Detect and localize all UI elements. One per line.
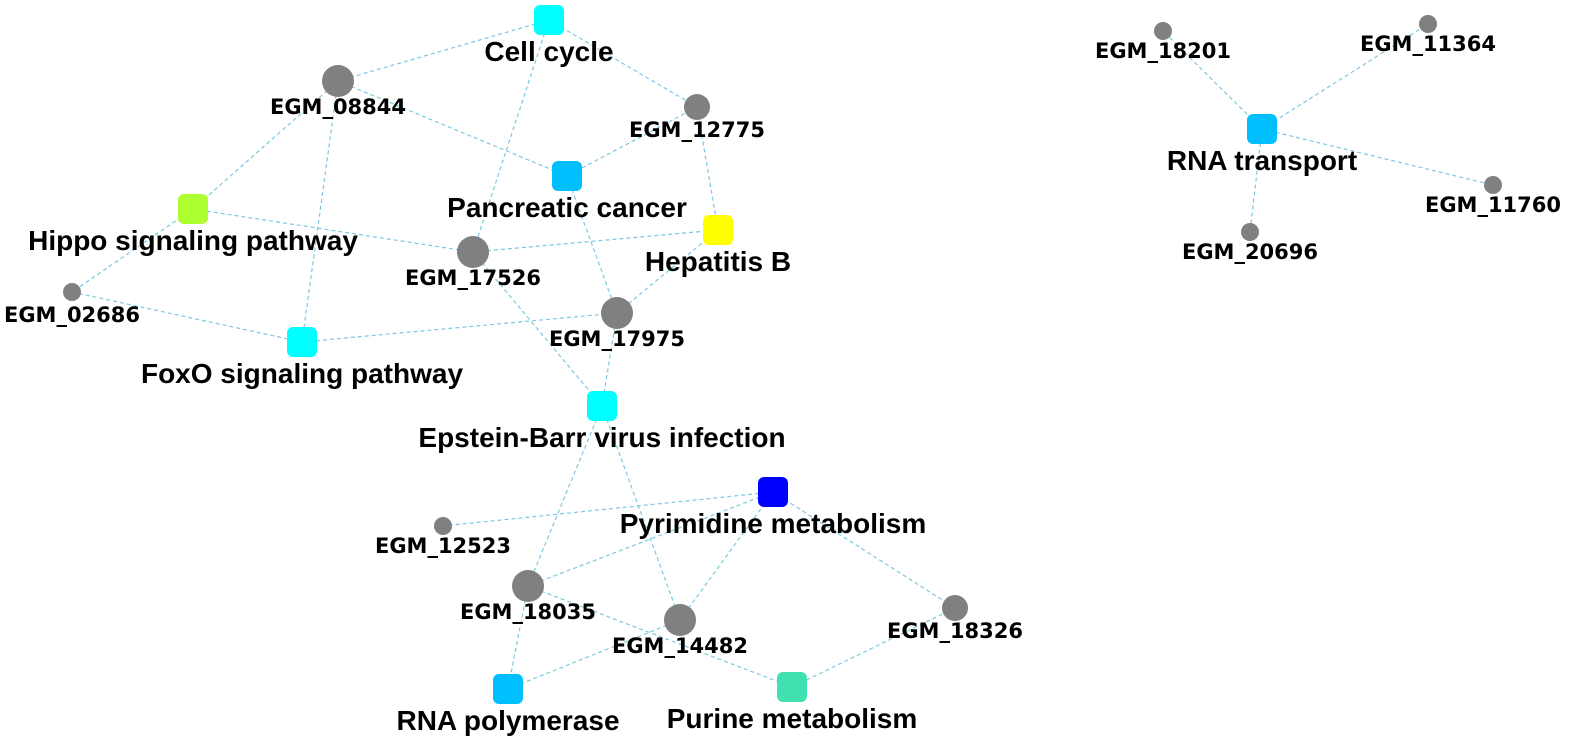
gene-node-EGM_20696[interactable]	[1241, 223, 1259, 241]
pathway-node-hepatitis-b[interactable]	[703, 215, 733, 245]
edge-EGM_08844-foxo	[301, 80, 339, 343]
pathway-label-cell-cycle: Cell cycle	[484, 36, 613, 67]
pathway-label-ebv: Epstein-Barr virus infection	[418, 422, 785, 453]
gene-label-EGM_20696: EGM_20696	[1182, 240, 1318, 264]
gene-label-EGM_12523: EGM_12523	[375, 534, 511, 558]
edge-EGM_18326-purine	[791, 607, 956, 688]
gene-label-EGM_17975: EGM_17975	[549, 327, 685, 351]
edge-EGM_18035-purine	[527, 585, 793, 688]
edge-rna-transport-EGM_11364	[1261, 23, 1429, 130]
gene-node-EGM_11364[interactable]	[1419, 15, 1437, 33]
node-layer	[63, 5, 1502, 704]
gene-label-EGM_11760: EGM_11760	[1425, 193, 1561, 217]
edge-pyrimidine-EGM_18035	[527, 491, 774, 587]
gene-node-EGM_18035[interactable]	[512, 570, 544, 602]
edge-EGM_08844-hippo	[192, 80, 339, 210]
edge-EGM_02686-foxo	[71, 291, 303, 343]
edge-pyrimidine-EGM_18326	[772, 491, 956, 609]
gene-label-EGM_18035: EGM_18035	[460, 600, 596, 624]
gene-label-EGM_18326: EGM_18326	[887, 619, 1023, 643]
edge-cell-cycle-EGM_08844	[337, 19, 550, 82]
edge-EGM_12775-pancreatic-cancer	[566, 106, 698, 177]
gene-node-EGM_11760[interactable]	[1484, 176, 1502, 194]
pathway-node-pyrimidine[interactable]	[758, 477, 788, 507]
pathway-label-rna-transport: RNA transport	[1167, 145, 1357, 176]
pathway-label-rna-polymerase: RNA polymerase	[396, 705, 619, 736]
gene-node-EGM_17526[interactable]	[457, 236, 489, 268]
gene-label-EGM_17526: EGM_17526	[405, 266, 541, 290]
edge-foxo-EGM_17975	[301, 312, 618, 343]
edge-rna-transport-EGM_18201	[1162, 30, 1263, 130]
pathway-node-rna-polymerase[interactable]	[493, 674, 523, 704]
edge-cell-cycle-EGM_17526	[472, 19, 550, 253]
pathway-node-cell-cycle[interactable]	[534, 5, 564, 35]
pathway-label-hippo: Hippo signaling pathway	[28, 225, 358, 256]
gene-label-EGM_11364: EGM_11364	[1360, 32, 1496, 56]
pathway-label-purine: Purine metabolism	[667, 703, 918, 734]
pathway-label-pancreatic-cancer: Pancreatic cancer	[447, 192, 687, 223]
edge-EGM_14482-rna-polymerase	[507, 619, 681, 690]
edge-rna-transport-EGM_20696	[1249, 128, 1263, 233]
gene-label-EGM_18201: EGM_18201	[1095, 39, 1231, 63]
edge-EGM_18035-rna-polymerase	[507, 585, 529, 690]
edge-hepatitis-b-EGM_17975	[616, 229, 719, 314]
gene-node-EGM_14482[interactable]	[664, 604, 696, 636]
edge-ebv-EGM_14482	[601, 405, 681, 621]
gene-label-EGM_12775: EGM_12775	[629, 118, 765, 142]
gene-node-EGM_02686[interactable]	[63, 283, 81, 301]
gene-node-EGM_18326[interactable]	[942, 595, 968, 621]
edge-layer	[71, 19, 1494, 690]
gene-label-EGM_14482: EGM_14482	[612, 634, 748, 658]
edge-EGM_08844-pancreatic-cancer	[337, 80, 568, 177]
edge-rna-transport-EGM_11760	[1261, 128, 1494, 186]
pathway-label-hepatitis-b: Hepatitis B	[645, 246, 791, 277]
edge-pyrimidine-EGM_12523	[442, 491, 774, 527]
edge-pyrimidine-EGM_14482	[679, 491, 774, 621]
edge-EGM_17526-ebv	[472, 251, 603, 407]
edge-cell-cycle-EGM_12775	[548, 19, 698, 108]
pathway-node-rna-transport[interactable]	[1247, 114, 1277, 144]
edge-pancreatic-cancer-EGM_17975	[566, 175, 618, 314]
pathway-label-pyrimidine: Pyrimidine metabolism	[620, 508, 927, 539]
pathway-node-purine[interactable]	[777, 672, 807, 702]
gene-node-EGM_12775[interactable]	[684, 94, 710, 120]
pathway-node-foxo[interactable]	[287, 327, 317, 357]
gene-label-EGM_02686: EGM_02686	[4, 303, 140, 327]
pathway-node-pancreatic-cancer[interactable]	[552, 161, 582, 191]
pathway-label-foxo: FoxO signaling pathway	[141, 358, 463, 389]
gene-label-EGM_08844: EGM_08844	[270, 95, 406, 119]
gene-node-EGM_17975[interactable]	[601, 297, 633, 329]
edge-hippo-EGM_17526	[192, 208, 474, 253]
gene-node-EGM_08844[interactable]	[322, 65, 354, 97]
gene-node-EGM_12523[interactable]	[434, 517, 452, 535]
pathway-node-ebv[interactable]	[587, 391, 617, 421]
edge-EGM_17526-hepatitis-b	[472, 229, 719, 253]
pathway-node-hippo[interactable]	[178, 194, 208, 224]
gene-node-EGM_18201[interactable]	[1154, 22, 1172, 40]
edge-hippo-EGM_02686	[71, 208, 194, 293]
edge-ebv-EGM_18035	[527, 405, 603, 587]
